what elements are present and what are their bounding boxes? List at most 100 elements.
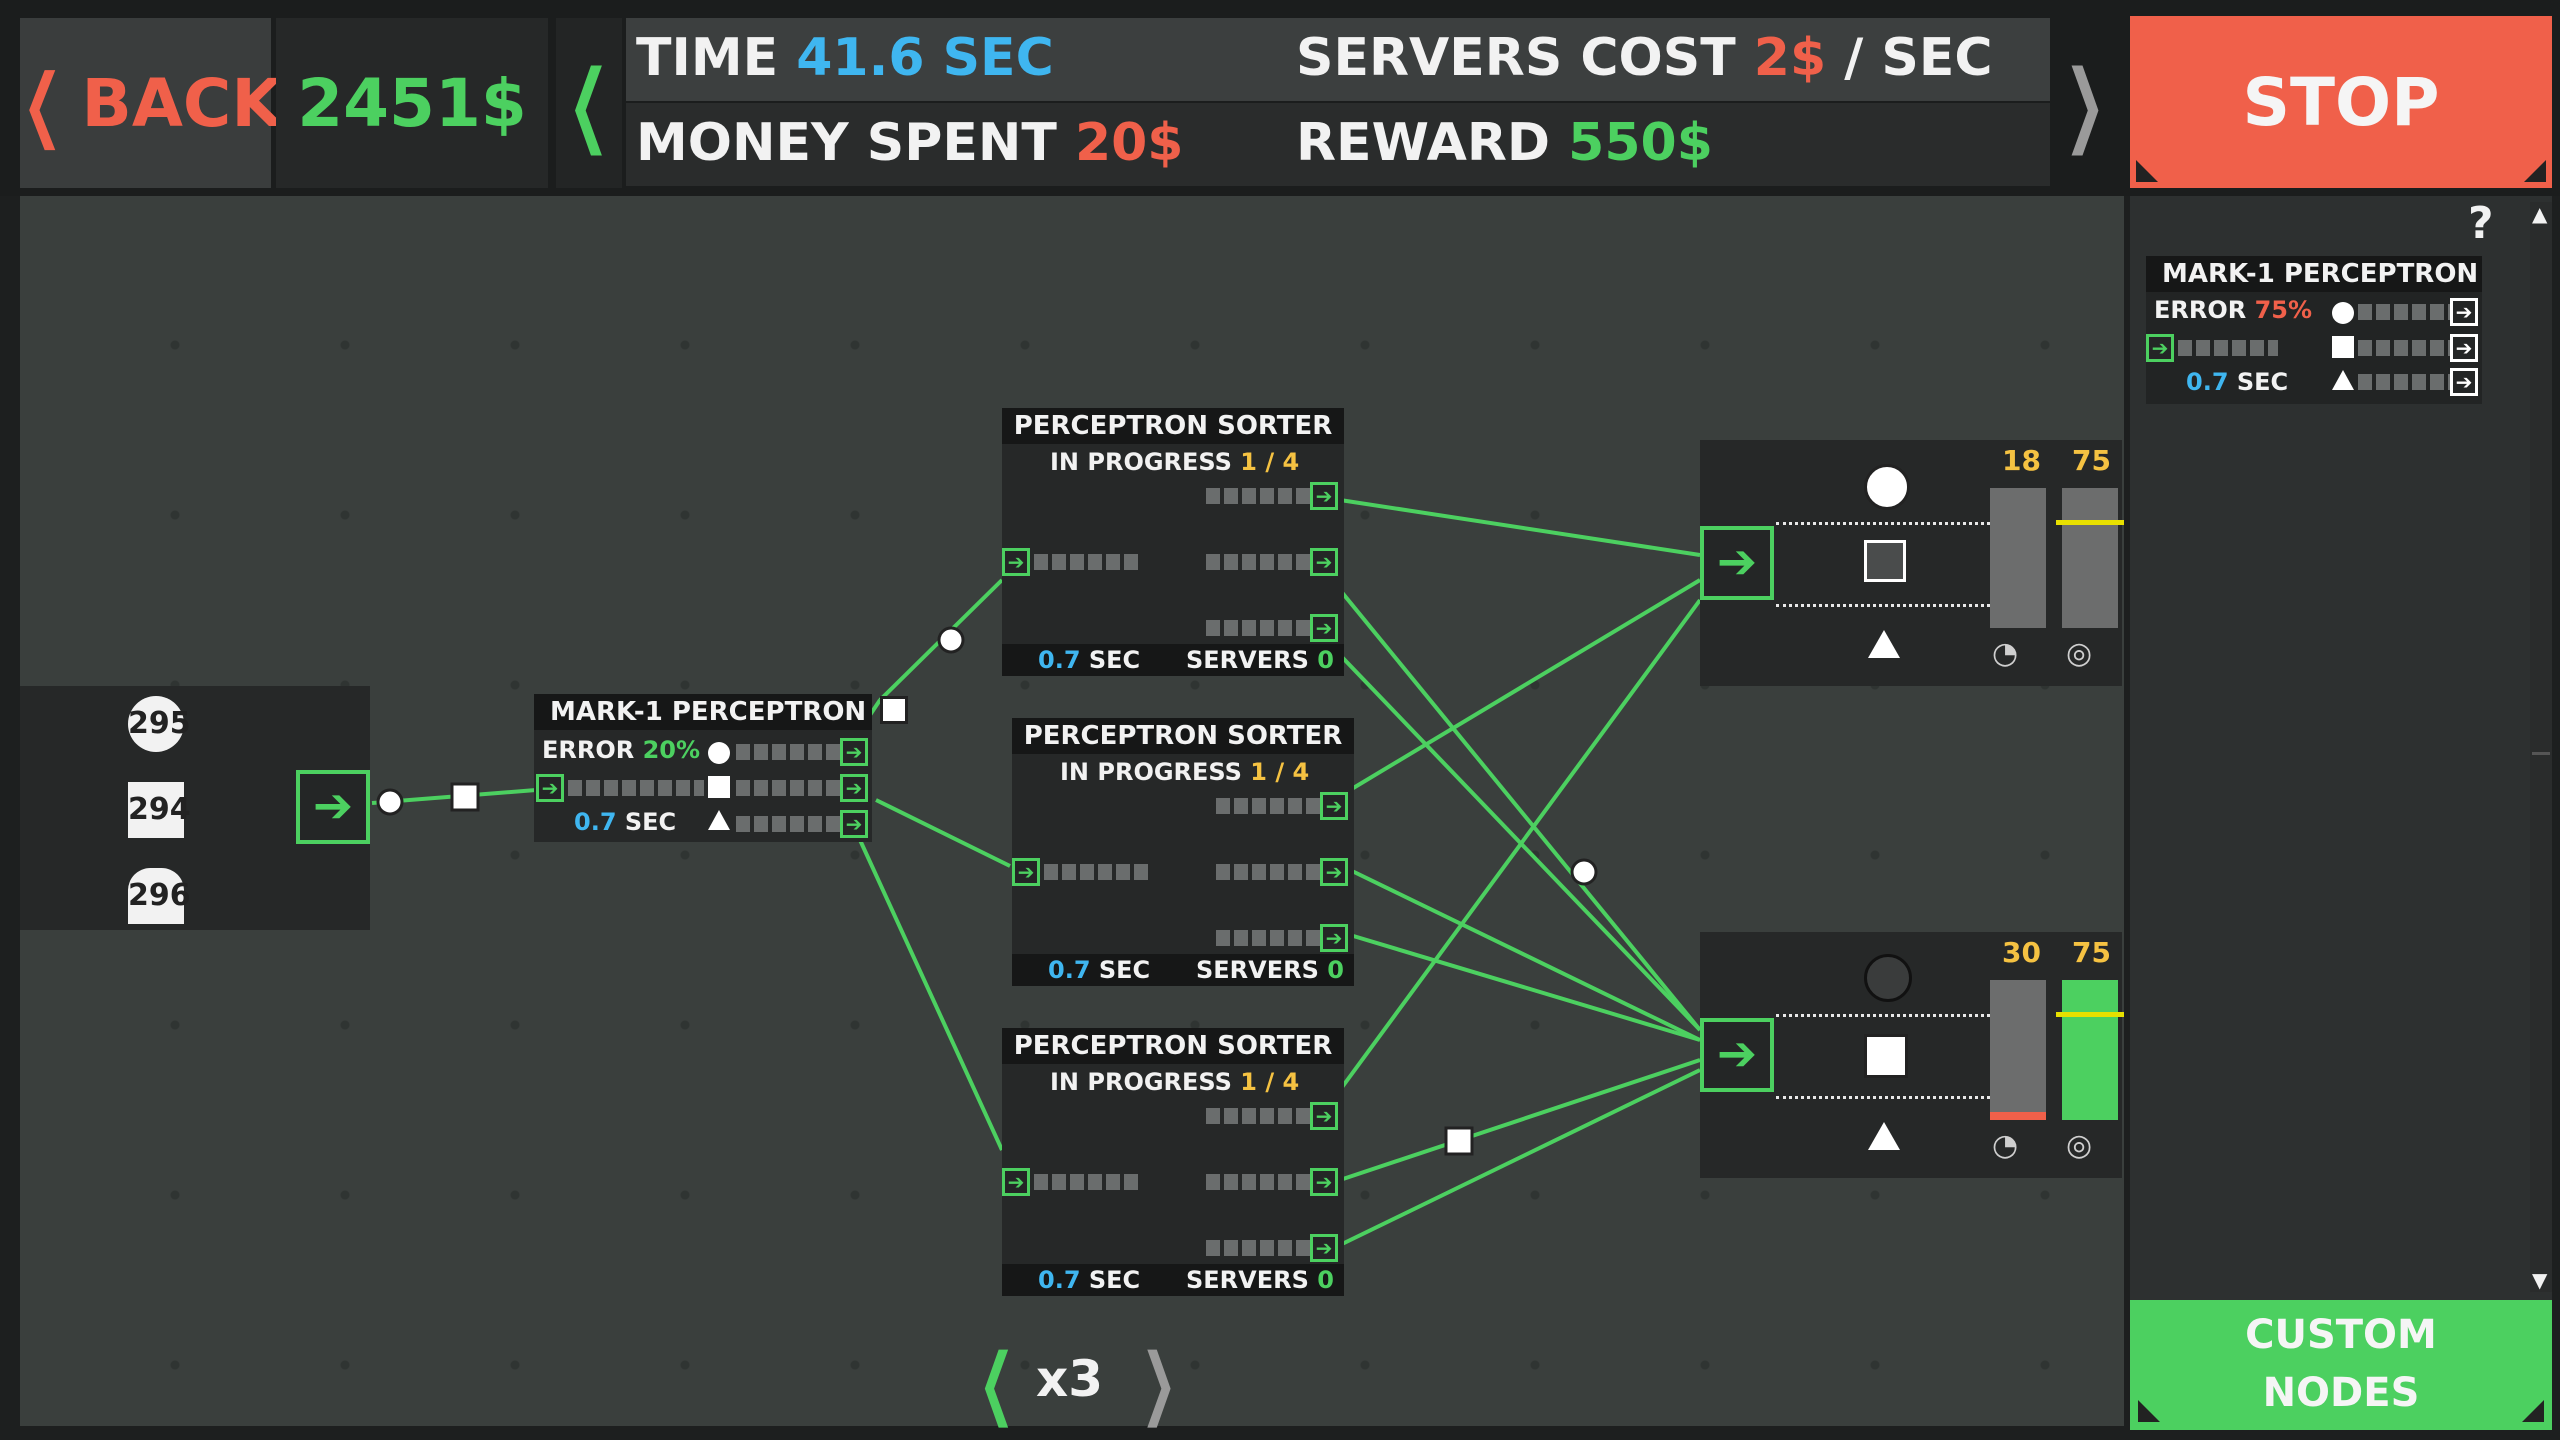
output-port-icon[interactable]: ➔ (840, 774, 868, 802)
scroll-up-icon[interactable]: ▲ (2532, 202, 2548, 226)
progress-bar (1206, 488, 1310, 504)
stop-button[interactable]: STOP (2130, 16, 2552, 188)
sorter-footer: 0.7 SEC SERVERS 0 (1002, 1264, 1344, 1296)
output-right-meter (2056, 488, 2124, 628)
sorter-status: IN PROGRESS 1 / 4 (1050, 1068, 1299, 1096)
progress-bar (1044, 864, 1152, 880)
square-icon (708, 776, 730, 798)
output-port-icon: ➔ (2450, 334, 2478, 362)
input-port-icon[interactable]: ➔ (1700, 526, 1774, 600)
time-unit: SEC (624, 808, 677, 836)
output-port-icon[interactable]: ➔ (840, 738, 868, 766)
progress-bar (736, 744, 840, 760)
back-button[interactable]: ❮ BACK (20, 18, 283, 188)
output-left-value: 18 (2002, 444, 2041, 477)
target-line (2056, 1012, 2124, 1017)
stats-panel: TIME 41.6 SEC SERVERS COST 2$ / SEC MONE… (626, 18, 2050, 188)
input-port-icon[interactable]: ➔ (1700, 1018, 1774, 1092)
input-port-icon[interactable]: ➔ (1012, 858, 1040, 886)
stats-prev-button[interactable]: ❮ (556, 18, 622, 188)
output-port-icon[interactable]: ➔ (1310, 1102, 1338, 1130)
input-port-icon[interactable]: ➔ (536, 774, 564, 802)
status-label: IN PROGRESS (1060, 758, 1242, 786)
reward-value: 550$ (1568, 113, 1713, 173)
sidebar-scrollbar[interactable]: ▲ ▼ (2530, 202, 2552, 1292)
speed-down-button[interactable]: ❮ (978, 1338, 1015, 1428)
time-value: 0.7 (1048, 956, 1091, 984)
output-port-icon[interactable]: ➔ (840, 810, 868, 838)
scroll-thumb[interactable] (2532, 752, 2550, 755)
speed-up-button[interactable]: ❯ (1140, 1338, 1177, 1428)
time-unit: SEC (1098, 956, 1151, 984)
square-icon (1864, 540, 1906, 582)
progress-bar (568, 780, 704, 796)
input-port-icon[interactable]: ➔ (1002, 1168, 1030, 1196)
sorter-title: PERCEPTRON SORTER (1012, 718, 1354, 754)
node-palette-sidebar: ? ▲ ▼ MARK-1 PERCEPTRON ERROR 75% ➔ 0.7 … (2130, 196, 2552, 1300)
output-port-icon: ➔ (2450, 368, 2478, 396)
output-port-icon[interactable]: ➔ (1310, 614, 1338, 642)
speed-gauge-icon: ◔ (1992, 636, 2019, 671)
custom-nodes-label-1: CUSTOM (2245, 1312, 2437, 1358)
sorter-node[interactable]: PERCEPTRON SORTER IN PROGRESS 1 / 4 ➔ ➔ … (1012, 718, 1354, 986)
divider (1776, 522, 2032, 525)
circle-icon (2332, 302, 2354, 324)
triangle-icon (1868, 630, 1900, 658)
custom-nodes-label-2: NODES (2262, 1370, 2420, 1416)
chevron-left-icon: ❮ (568, 50, 610, 156)
time-value: 0.7 (2186, 368, 2229, 396)
time-value: 0.7 (1038, 646, 1081, 674)
stats-row-1: TIME 41.6 SEC SERVERS COST 2$ / SEC (626, 18, 2050, 101)
corner-mark-icon (2138, 1400, 2160, 1422)
circle-icon (708, 742, 730, 764)
status-progress: 1 / 4 (1240, 1068, 1300, 1096)
time-stat: TIME 41.6 SEC (636, 28, 1054, 88)
speed-gauge-icon: ◔ (1992, 1128, 2019, 1163)
sorter-node[interactable]: PERCEPTRON SORTER IN PROGRESS 1 / 4 ➔ ➔ … (1002, 1028, 1344, 1296)
output-port-icon[interactable]: ➔ (1320, 924, 1348, 952)
progress-bar (2358, 304, 2450, 320)
output-port-icon[interactable]: ➔ (1310, 482, 1338, 510)
speed-label: x3 (1036, 1350, 1104, 1408)
error-label: ERROR (2154, 296, 2247, 324)
help-button[interactable]: ? (2468, 198, 2494, 249)
progress-bar (2178, 340, 2278, 356)
progress-bar (1034, 1174, 1142, 1190)
progress-bar (736, 780, 840, 796)
scroll-down-icon[interactable]: ▼ (2532, 1268, 2548, 1292)
time-value: 0.7 (1038, 1266, 1081, 1294)
custom-nodes-button[interactable]: CUSTOM NODES (2130, 1300, 2552, 1430)
output-node[interactable]: ➔ 18 75 ◔ ◎ (1700, 440, 2124, 686)
output-port-icon[interactable]: ➔ (1320, 792, 1348, 820)
source-node[interactable]: 295 294 296 ➔ (20, 686, 370, 930)
sorter-time: 0.7 SEC (1038, 1264, 1140, 1296)
input-port-icon[interactable]: ➔ (1002, 548, 1030, 576)
palette-perceptron-card[interactable]: MARK-1 PERCEPTRON ERROR 75% ➔ 0.7 SEC ➔ … (2146, 256, 2482, 404)
stats-next-button[interactable]: ❯ (2052, 18, 2118, 188)
output-port-icon[interactable]: ➔ (1310, 548, 1338, 576)
perceptron-node[interactable]: MARK-1 PERCEPTRON ERROR 20% 0.7 SEC ➔ ➔ … (534, 694, 872, 842)
time-unit: SEC (1088, 1266, 1141, 1294)
output-port-icon[interactable]: ➔ (1310, 1168, 1338, 1196)
output-left-fill (1990, 1112, 2046, 1120)
output-node[interactable]: ➔ 30 75 ◔ ◎ (1700, 932, 2124, 1178)
servers-value: 0 (1327, 956, 1344, 984)
progress-bar (1034, 554, 1142, 570)
time-label: TIME (636, 28, 779, 88)
corner-mark-icon (2522, 1400, 2544, 1422)
output-left-meter (1990, 980, 2046, 1120)
stop-label: STOP (2242, 63, 2440, 141)
triangle-icon (2332, 370, 2354, 390)
progress-bar (1216, 864, 1320, 880)
error-value: 20% (642, 736, 701, 764)
servers-cost-unit: / SEC (1844, 28, 1993, 88)
chevron-left-icon: ❮ (21, 56, 63, 150)
sorter-node[interactable]: PERCEPTRON SORTER IN PROGRESS 1 / 4 ➔ ➔ … (1002, 408, 1344, 676)
output-port-icon[interactable]: ➔ (1310, 1234, 1338, 1262)
perceptron-time: 0.7 SEC (574, 808, 676, 836)
output-port-icon[interactable]: ➔ (296, 770, 370, 844)
perceptron-error: ERROR 20% (542, 736, 700, 764)
output-port-icon[interactable]: ➔ (1320, 858, 1348, 886)
divider (1776, 1096, 2032, 1099)
